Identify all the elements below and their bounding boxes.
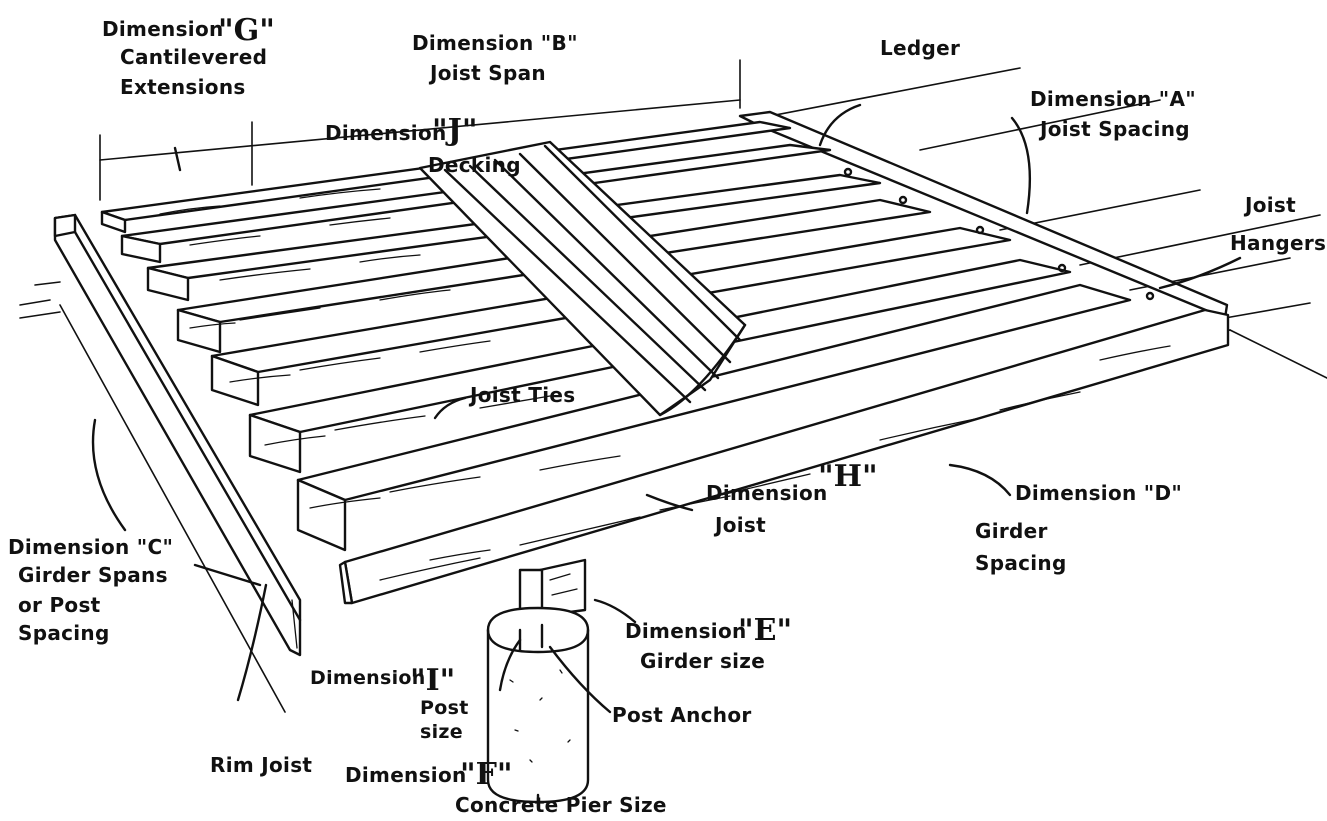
decking-label: Decking	[428, 153, 521, 177]
dim-g-line2: Cantilevered	[120, 45, 267, 69]
joist-ties-label: Joist Ties	[468, 383, 575, 407]
dim-a-line1: Dimension "A"	[1030, 87, 1196, 111]
dim-h-mark: "H"	[818, 459, 878, 494]
dim-b-line2: Joist Span	[428, 61, 546, 85]
dim-f-line2: Concrete Pier Size	[455, 793, 667, 817]
dim-i-line1: Dimension	[310, 667, 426, 689]
dim-c-line1: Dimension "C"	[8, 535, 173, 559]
dim-d-line1: Dimension "D"	[1015, 481, 1182, 505]
dim-f-mark: "F"	[460, 757, 513, 792]
dim-g-line3: Extensions	[120, 75, 246, 99]
ledger-label: Ledger	[880, 36, 960, 60]
dim-h-line1: Dimension	[706, 481, 828, 505]
post-anchor-label: Post Anchor	[612, 703, 752, 727]
rim-joist	[53, 213, 302, 657]
dim-a-line2: Joist Spacing	[1038, 117, 1190, 141]
dim-i-line3: size	[420, 721, 463, 743]
dim-i-line2: Post	[420, 697, 469, 719]
dim-j-mark: "J"	[432, 113, 477, 148]
dim-e-mark: "E"	[738, 613, 792, 648]
joist-label: Joist	[713, 513, 766, 537]
dim-e-line2: Girder size	[640, 649, 765, 673]
joist-hanger-bolts	[843, 167, 1155, 301]
dim-c-line3: or Post	[18, 593, 101, 617]
dim-f-line1: Dimension	[345, 763, 467, 787]
joist-hangers-line2: Hangers	[1230, 231, 1326, 255]
labels: Dimension "G" Cantilevered Extensions Di…	[8, 13, 1326, 817]
decking-boards	[418, 140, 747, 417]
leader-lines	[91, 103, 1242, 809]
joist-hangers-line1: Joist	[1243, 193, 1296, 217]
dim-d-line2: Girder	[975, 519, 1048, 543]
dim-b-line1: Dimension "B"	[412, 31, 578, 55]
dim-g-mark: "G"	[218, 13, 275, 48]
rim-joist-label: Rim Joist	[210, 753, 312, 777]
dim-j-line1: Dimension	[325, 121, 447, 145]
dim-d-line3: Spacing	[975, 551, 1067, 575]
dim-c-line2: Girder Spans	[18, 563, 168, 587]
girder-post-assembly	[486, 558, 590, 804]
dim-i-mark: "I"	[410, 663, 455, 698]
dim-e-line1: Dimension	[625, 619, 747, 643]
dim-c-line4: Spacing	[18, 621, 110, 645]
dim-g-line1: Dimension	[102, 17, 224, 41]
